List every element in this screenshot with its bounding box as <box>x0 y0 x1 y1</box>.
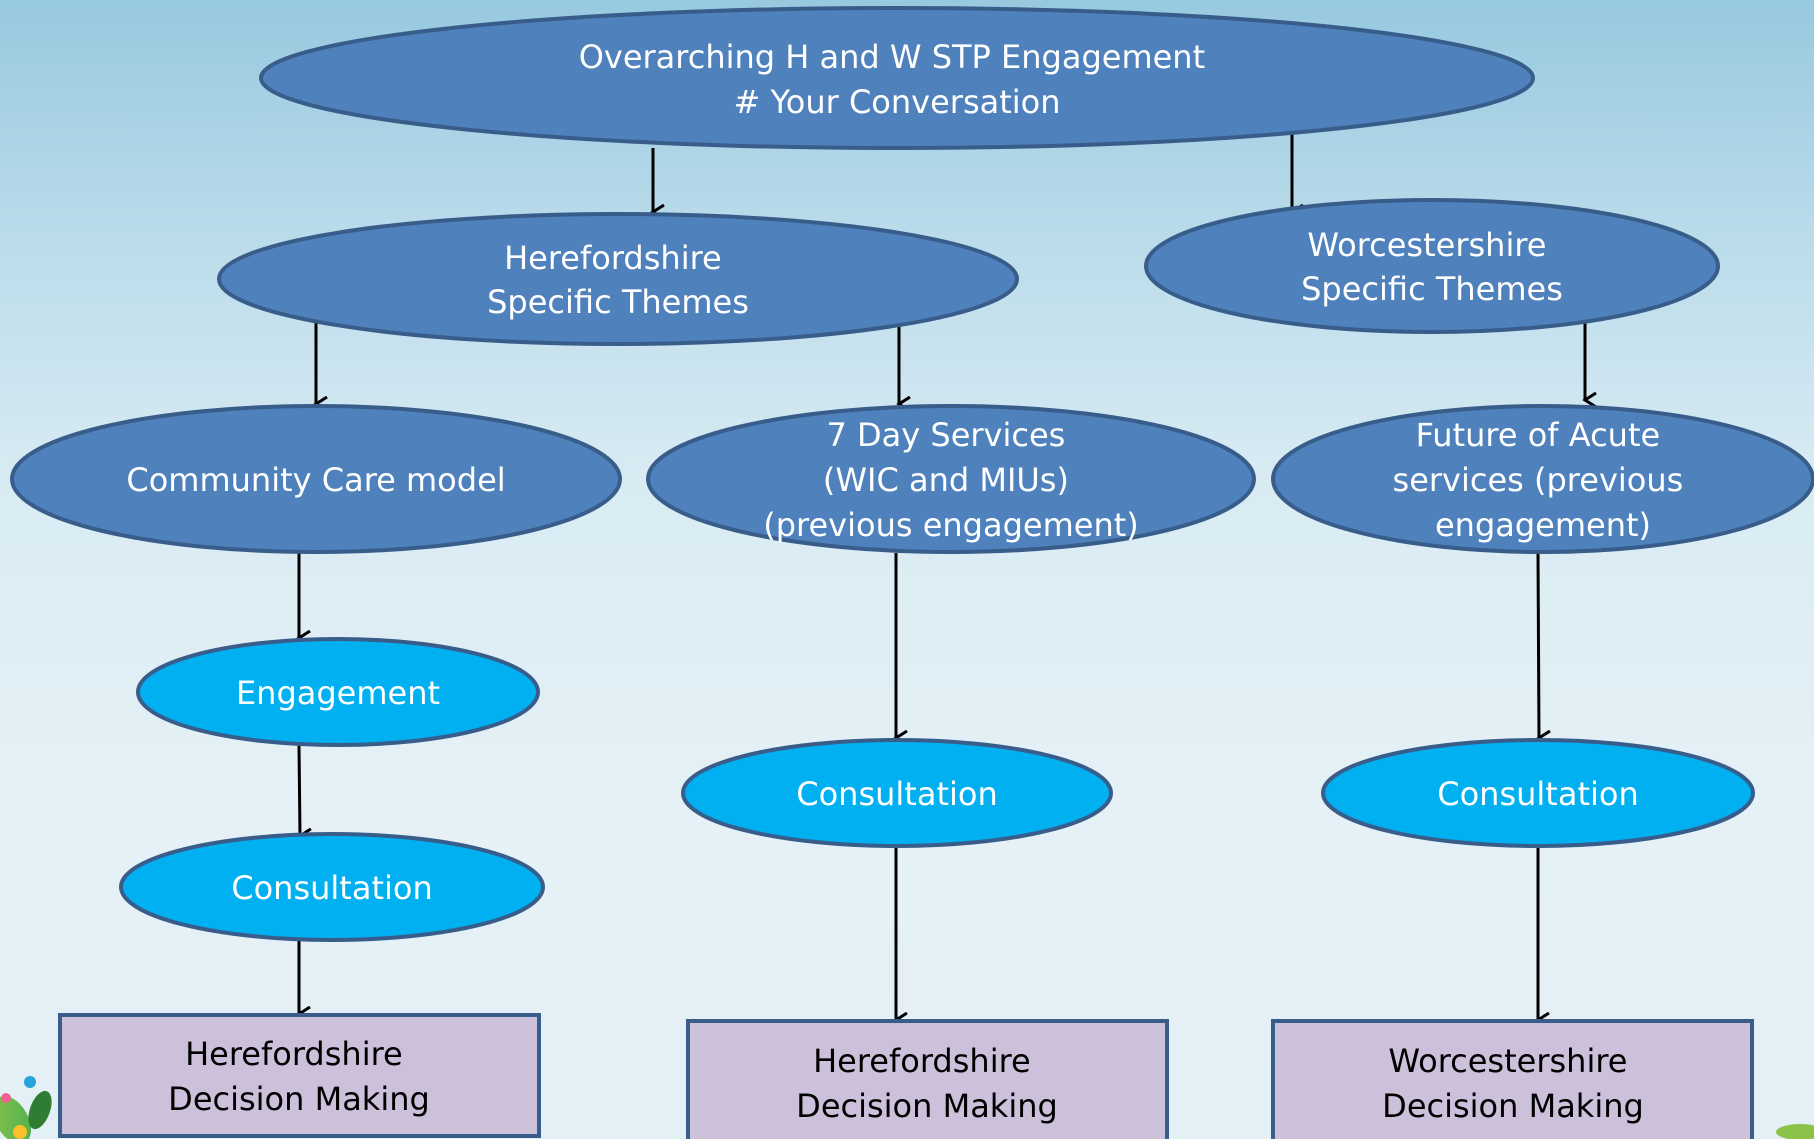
future-acute-line2: services (previous <box>1393 461 1684 499</box>
worcestershire-themes-node: Worcestershire Specific Themes <box>1144 198 1720 334</box>
decision-middle-box: Herefordshire Decision Making <box>686 1019 1169 1139</box>
future-acute-node: Future of Acute services (previous engag… <box>1271 404 1814 554</box>
decision-right-line1: Worcestershire <box>1388 1042 1627 1080</box>
decision-middle-label: Herefordshire Decision Making <box>796 1042 1058 1125</box>
worcestershire-themes-line2: Specific Themes <box>1301 270 1563 308</box>
overarching-line2: # Your Conversation <box>733 83 1060 121</box>
decision-right-label: Worcestershire Decision Making <box>1382 1042 1644 1125</box>
arrow-future-acute-to-consultation <box>1538 552 1539 738</box>
future-acute-line1: Future of Acute <box>1416 416 1661 454</box>
seven-day-line1: 7 Day Services <box>827 416 1066 454</box>
decision-middle-line2: Decision Making <box>796 1087 1058 1125</box>
overarching-node: Overarching H and W STP Engagement # You… <box>259 6 1535 150</box>
decision-right-box: Worcestershire Decision Making <box>1271 1019 1754 1139</box>
seven-day-line2: (WIC and MIUs) <box>823 461 1069 499</box>
worcestershire-themes-label: Worcestershire Specific Themes <box>1301 226 1563 308</box>
consultation-left-node: Consultation <box>119 832 545 942</box>
overarching-title: Overarching H and W STP Engagement # You… <box>579 38 1216 121</box>
decision-left-line2: Decision Making <box>168 1080 430 1118</box>
decision-left-label: Herefordshire Decision Making <box>168 1035 430 1118</box>
seven-day-services-node: 7 Day Services (WIC and MIUs) (previous … <box>646 404 1256 554</box>
consultation-right-node: Consultation <box>1321 738 1755 848</box>
engagement-node: Engagement <box>136 637 540 747</box>
herefordshire-themes-line2: Specific Themes <box>487 283 749 321</box>
worcestershire-themes-line1: Worcestershire <box>1307 226 1546 264</box>
decision-right-line2: Decision Making <box>1382 1087 1644 1125</box>
herefordshire-themes-label: Herefordshire Specific Themes <box>487 239 749 321</box>
arrows <box>299 130 1585 1020</box>
consultation-middle-node: Consultation <box>681 738 1113 848</box>
arrow-engagement-to-consultation <box>299 745 300 836</box>
decision-left-line1: Herefordshire <box>185 1035 403 1073</box>
decision-left-box: Herefordshire Decision Making <box>58 1013 541 1138</box>
decision-middle-line1: Herefordshire <box>813 1042 1031 1080</box>
engagement-label: Engagement <box>236 674 440 712</box>
overarching-line1: Overarching H and W STP Engagement <box>579 38 1205 76</box>
herefordshire-themes-node: Herefordshire Specific Themes <box>217 212 1019 346</box>
future-acute-line3: engagement) <box>1435 506 1651 544</box>
community-care-label: Community Care model <box>126 461 505 499</box>
consultation-right-label: Consultation <box>1437 775 1639 813</box>
consultation-left-label: Consultation <box>231 869 433 907</box>
future-acute-label: Future of Acute services (previous engag… <box>1393 416 1694 544</box>
seven-day-line3: (previous engagement) <box>763 506 1139 544</box>
seven-day-services-label: 7 Day Services (WIC and MIUs) (previous … <box>763 416 1139 544</box>
consultation-middle-label: Consultation <box>796 775 998 813</box>
logo-decoration <box>0 1076 1814 1139</box>
herefordshire-themes-line1: Herefordshire <box>504 239 722 277</box>
community-care-node: Community Care model <box>10 404 622 554</box>
